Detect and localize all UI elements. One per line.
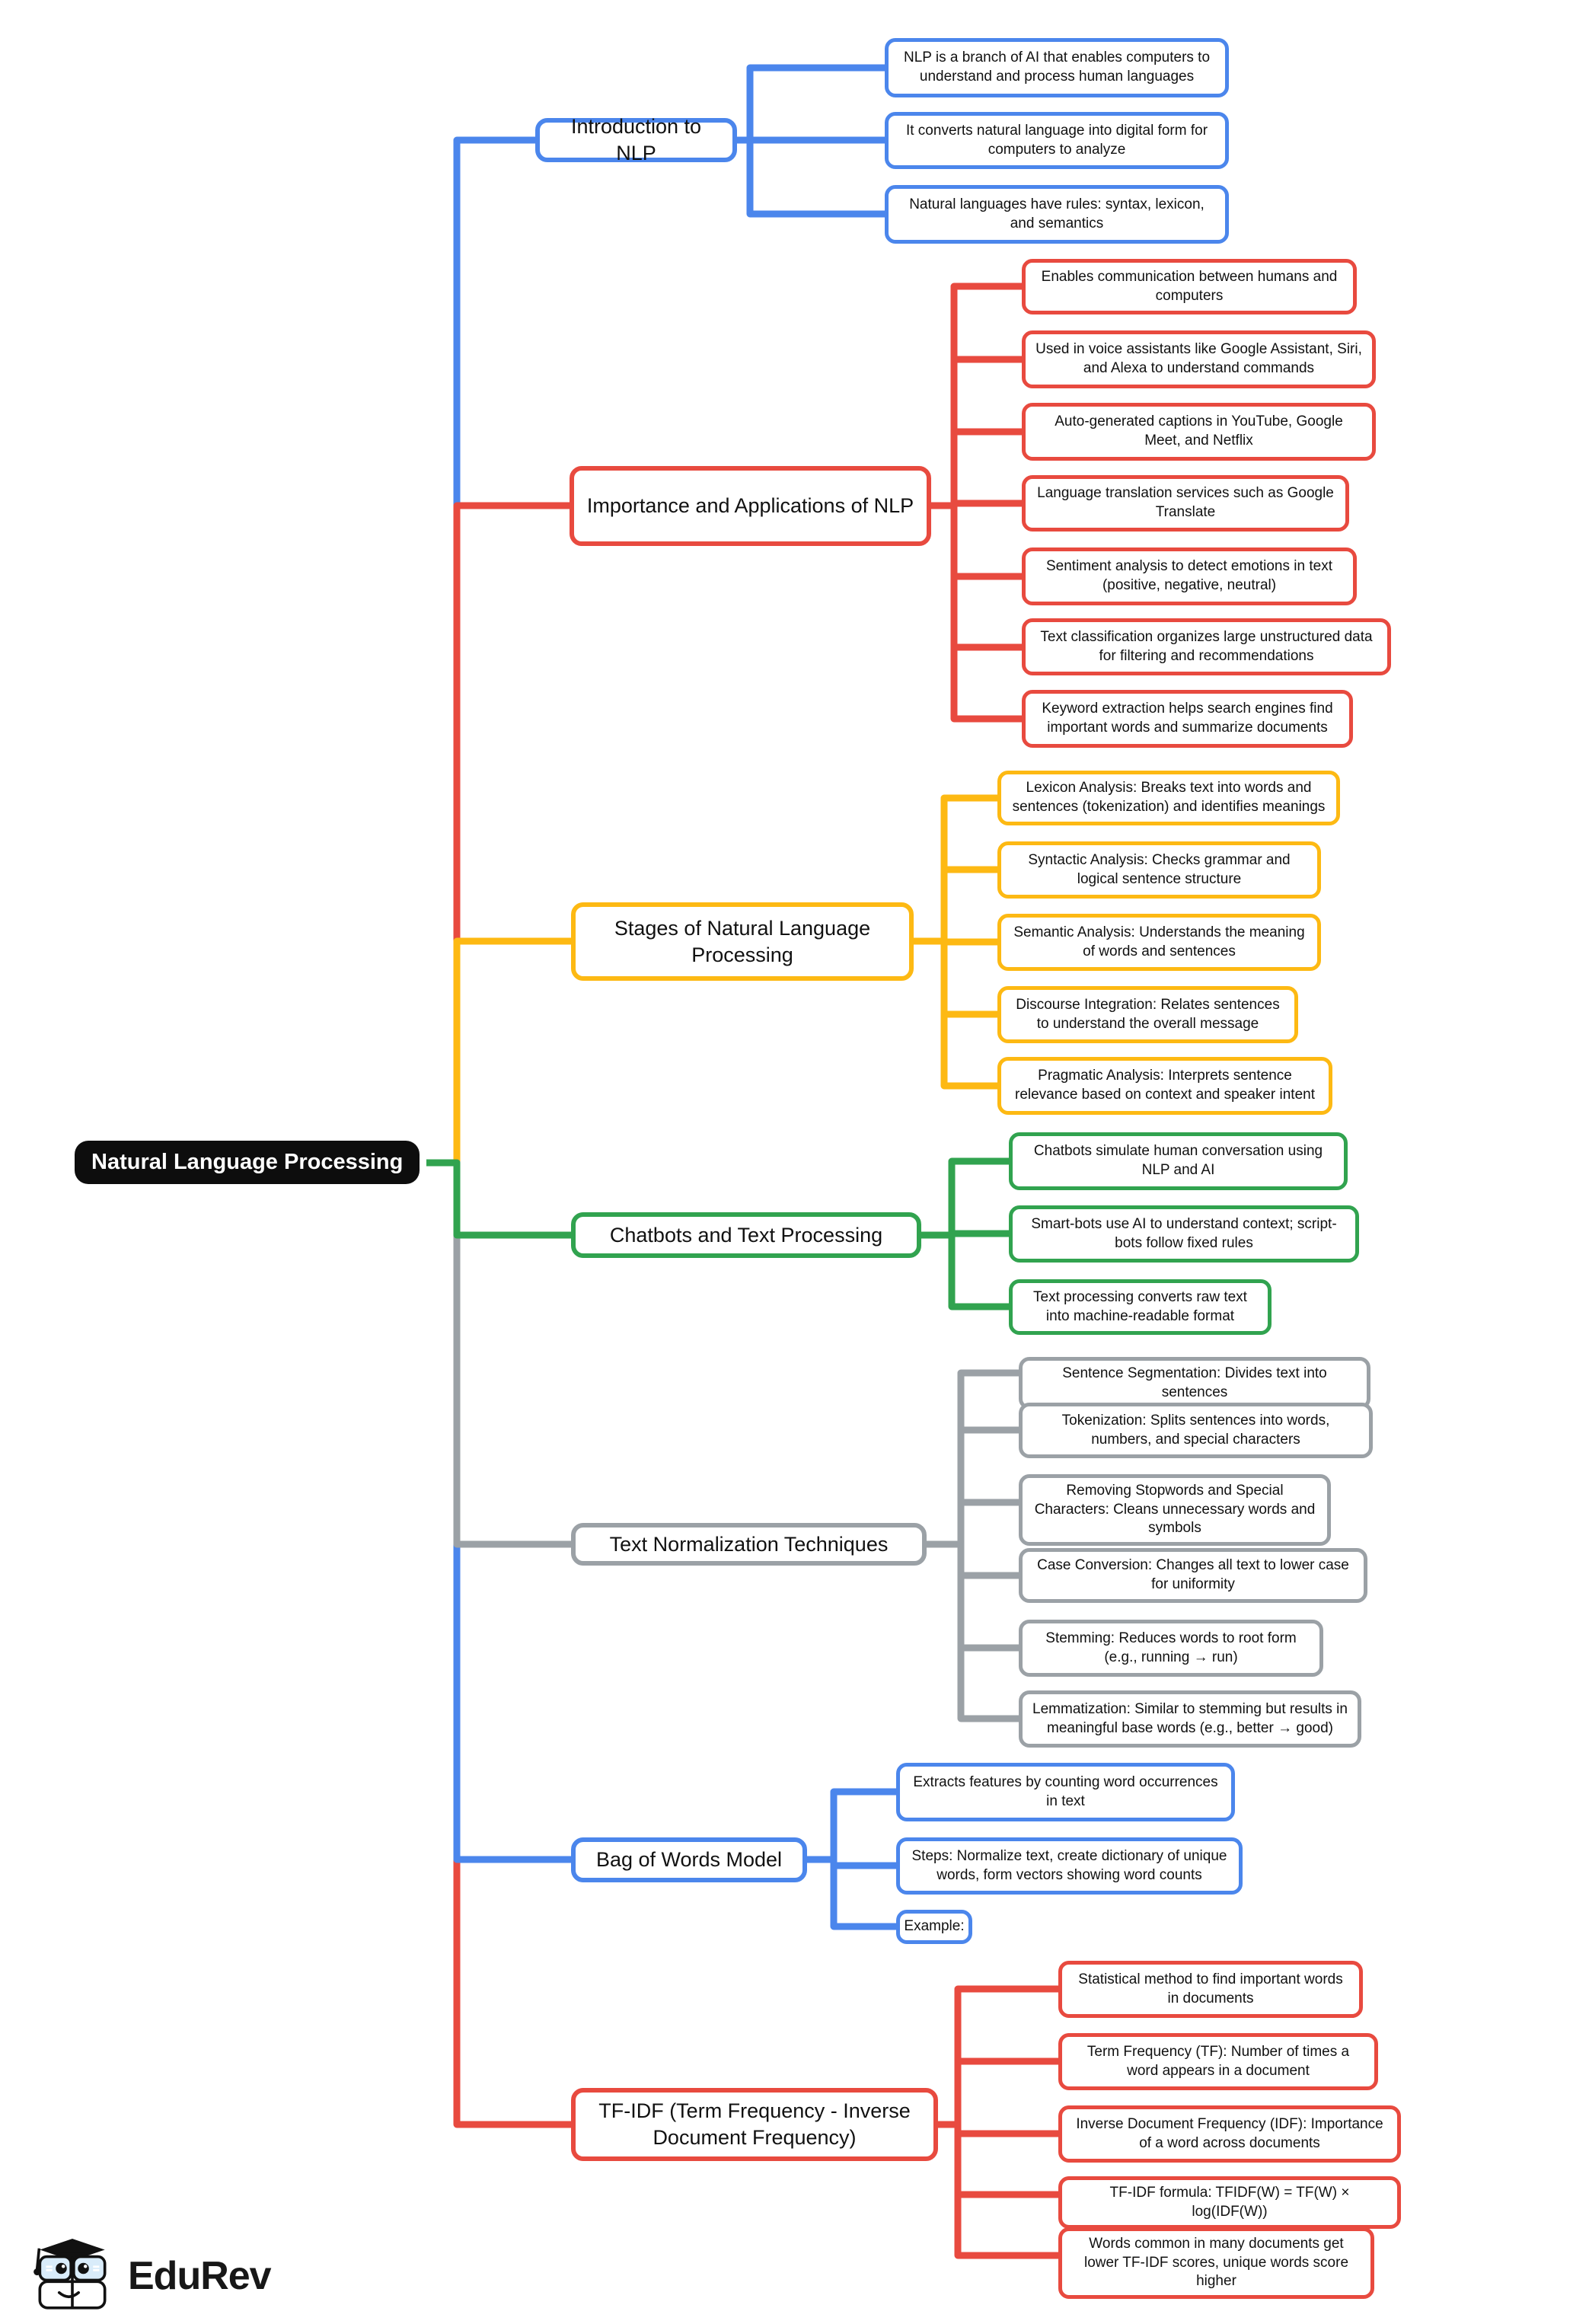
edurev-mascot-icon xyxy=(34,2238,107,2310)
leaf-node: Smart-bots use AI to understand context;… xyxy=(1009,1205,1359,1263)
leaf-node: Lemmatization: Similar to stemming but r… xyxy=(1019,1690,1361,1748)
branch-node-text-normalization: Text Normalization Techniques xyxy=(571,1523,927,1566)
leaf-connector xyxy=(931,428,1022,509)
central-topic-node: Natural Language Processing xyxy=(75,1141,420,1184)
leaf-node: Text classification organizes large unst… xyxy=(1022,618,1391,675)
leaf-connector xyxy=(931,283,1022,509)
leaf-connector xyxy=(927,1540,1019,1652)
edurev-logo-text: EduRev xyxy=(128,2254,272,2298)
leaf-connector xyxy=(938,2057,1058,2128)
leaf-connector xyxy=(807,1788,896,1863)
branch-node-tf-idf: TF-IDF (Term Frequency - Inverse Documen… xyxy=(571,2088,938,2161)
leaf-node: Inverse Document Frequency (IDF): Import… xyxy=(1058,2105,1401,2163)
leaf-node: Example: xyxy=(896,1910,972,1944)
branch-node-importance-applications: Importance and Applications of NLP xyxy=(570,466,931,546)
leaf-node: Syntactic Analysis: Checks grammar and l… xyxy=(997,841,1321,899)
leaf-node: Steps: Normalize text, create dictionary… xyxy=(896,1837,1243,1895)
leaf-connector xyxy=(931,502,1022,580)
leaf-connector xyxy=(938,2121,1058,2259)
leaf-node: Term Frequency (TF): Number of times a w… xyxy=(1058,2033,1378,2090)
leaf-connector xyxy=(914,937,997,1090)
leaf-node: Language translation services such as Go… xyxy=(1022,475,1349,532)
branch-node-introduction-to-nlp: Introduction to NLP xyxy=(535,115,737,164)
leaf-node: Statistical method to find important wor… xyxy=(1058,1961,1363,2018)
leaf-node: Natural languages have rules: syntax, le… xyxy=(885,185,1229,244)
leaf-connector xyxy=(931,502,1022,723)
leaf-node: Pragmatic Analysis: Interprets sentence … xyxy=(997,1057,1332,1115)
branch-1-connector xyxy=(426,136,535,1167)
leaf-node: Case Conversion: Changes all text to low… xyxy=(1019,1548,1367,1603)
leaf-connector xyxy=(914,866,997,945)
leaf-node: Sentiment analysis to detect emotions in… xyxy=(1022,547,1357,605)
leaf-connector xyxy=(927,1426,1019,1548)
leaf-node: Auto-generated captions in YouTube, Goog… xyxy=(1022,403,1376,461)
leaf-connector xyxy=(921,1231,1009,1310)
branch-node-stages-of-nlp: Stages of Natural Language Processing xyxy=(571,902,914,981)
leaf-node: Discourse Integration: Relates sentences… xyxy=(997,986,1298,1043)
branch-2-connector xyxy=(426,502,570,1167)
branch-node-bag-of-words: Bag of Words Model xyxy=(571,1837,807,1882)
leaf-node: Enables communication between humans and… xyxy=(1022,259,1357,314)
branch-7-connector xyxy=(426,1159,571,2128)
leaf-node: Tokenization: Splits sentences into word… xyxy=(1019,1403,1373,1458)
leaf-connector xyxy=(737,136,885,218)
leaf-node: TF-IDF formula: TFIDF(W) = TF(W) × log(I… xyxy=(1058,2176,1401,2230)
leaf-node: Lexicon Analysis: Breaks text into words… xyxy=(997,771,1340,825)
leaf-node: Words common in many documents get lower… xyxy=(1058,2227,1374,2300)
leaf-node: It converts natural language into digita… xyxy=(885,112,1229,169)
edurev-logo: EduRev xyxy=(27,2234,272,2318)
leaf-node: Keyword extraction helps search engines … xyxy=(1022,690,1353,748)
branch-3-connector xyxy=(426,937,571,1167)
leaf-connector xyxy=(807,1856,896,1930)
leaf-connector xyxy=(927,1499,1019,1548)
leaf-node: Sentence Segmentation: Divides text into… xyxy=(1019,1357,1370,1410)
leaf-node: Chatbots simulate human conversation usi… xyxy=(1009,1132,1348,1190)
branch-node-chatbots-text-processing: Chatbots and Text Processing xyxy=(571,1212,921,1258)
leaf-connector xyxy=(737,64,885,144)
leaf-connector xyxy=(914,937,997,1018)
leaf-node: NLP is a branch of AI that enables compu… xyxy=(885,38,1229,97)
leaf-node: Removing Stopwords and Special Character… xyxy=(1019,1474,1331,1547)
leaf-node: Used in voice assistants like Google Ass… xyxy=(1022,330,1376,388)
leaf-node: Semantic Analysis: Understands the meani… xyxy=(997,914,1321,971)
leaf-node: Extracts features by counting word occur… xyxy=(896,1763,1235,1821)
leaf-connector xyxy=(927,1369,1019,1548)
leaf-connector xyxy=(927,1540,1019,1722)
branch-5-connector xyxy=(426,1159,571,1548)
leaf-node: Text processing converts raw text into m… xyxy=(1009,1279,1272,1335)
leaf-connector xyxy=(927,1540,1019,1579)
leaf-connector xyxy=(921,1157,1009,1239)
branch-4-connector xyxy=(426,1159,571,1239)
branch-6-connector xyxy=(426,1159,571,1863)
leaf-node: Stemming: Reduces words to root form (e.… xyxy=(1019,1620,1323,1677)
